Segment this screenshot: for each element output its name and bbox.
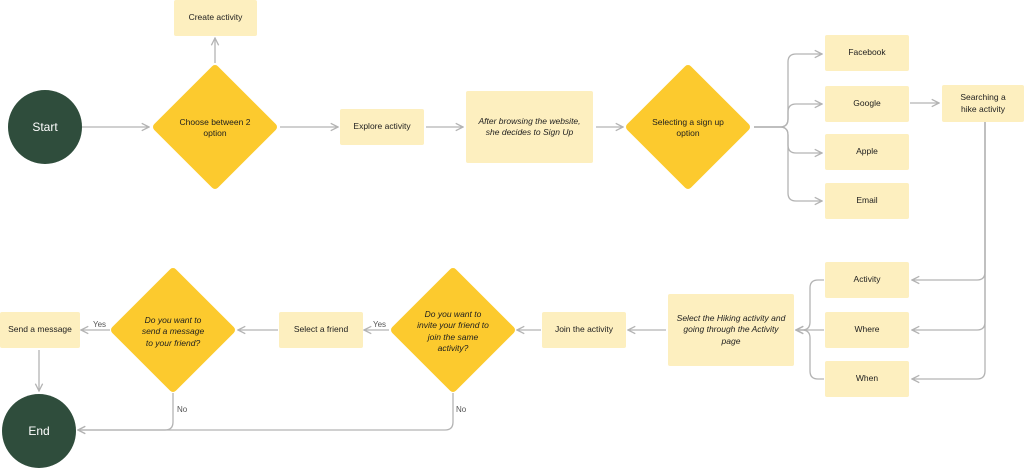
email-option-box: Email bbox=[825, 183, 909, 219]
start-node: Start bbox=[8, 90, 82, 164]
no-label-invite: No bbox=[456, 405, 467, 414]
filter-when-box: When bbox=[825, 361, 909, 397]
join-activity-box: Join the activity bbox=[542, 312, 626, 348]
select-friend-box: Select a friend bbox=[279, 312, 363, 348]
apple-option-box: Apple bbox=[825, 134, 909, 170]
decision-send-message: Do you want to send a message to your fr… bbox=[141, 315, 205, 348]
decision-invite-friend: Do you want to invite your friend to joi… bbox=[417, 309, 489, 354]
no-label-message: No bbox=[177, 405, 188, 414]
google-option-box: Google bbox=[825, 86, 909, 122]
end-node: End bbox=[2, 394, 76, 468]
select-hiking-box: Select the Hiking activity and going thr… bbox=[668, 294, 794, 366]
decision-choose-option: Choose between 2 option bbox=[179, 117, 251, 139]
filter-where-box: Where bbox=[825, 312, 909, 348]
facebook-option-box: Facebook bbox=[825, 35, 909, 71]
browse-sign-up-box: After browsing the website, she decides … bbox=[466, 91, 593, 163]
decision-sign-up-option: Selecting a sign up option bbox=[652, 117, 724, 139]
send-message-box: Send a message bbox=[0, 312, 80, 348]
filter-activity-box: Activity bbox=[825, 262, 909, 298]
explore-activity-box: Explore activity bbox=[340, 109, 424, 145]
yes-label-message: Yes bbox=[93, 320, 107, 329]
search-hike-box: Searching a hike activity bbox=[942, 85, 1024, 122]
create-activity-box: Create activity bbox=[174, 0, 257, 36]
yes-label-invite: Yes bbox=[373, 320, 387, 329]
